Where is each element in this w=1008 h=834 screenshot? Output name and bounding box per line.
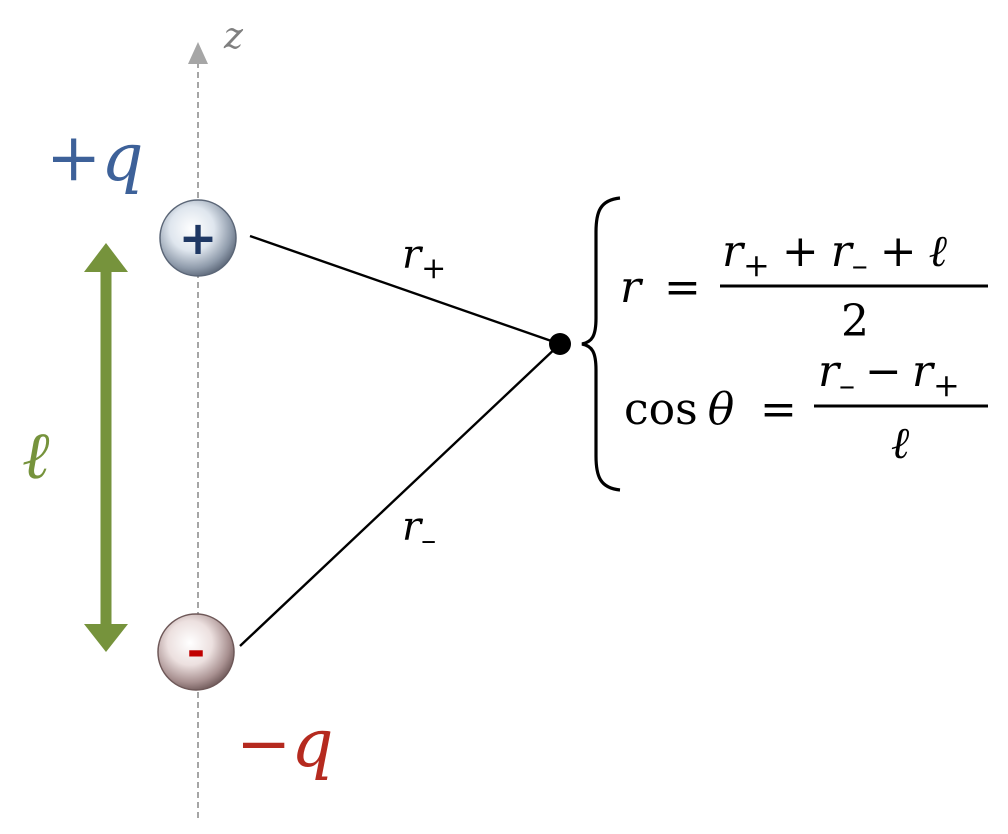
arrow-down-icon [84,624,128,652]
eq2-denominator: ℓ [891,418,910,469]
negative-charge-label: −q [236,705,334,782]
separation-label: ℓ [22,417,50,494]
positive-charge-label: +q [46,119,144,196]
r-plus-line [249,234,561,346]
eq2-numerator: r–−r+ [818,346,960,404]
arrow-up-icon [84,243,128,272]
z-axis: z [188,16,244,822]
plus-icon: + [179,211,218,265]
minus-icon: - [187,626,205,677]
eq1-equals: = [664,262,701,313]
z-axis-arrow-icon [188,42,208,64]
z-axis-label: z [223,16,244,57]
r-minus-line [239,343,561,647]
eq2-equals: = [760,384,797,435]
eq1-numerator: r++r–+ℓ [722,226,948,284]
eq1-lhs: r [620,262,644,313]
eq1-denominator: 2 [841,296,869,347]
separation-arrow: ℓ [22,243,128,652]
negative-charge: - [157,613,235,691]
brace-icon [581,196,621,492]
positive-charge: + [159,199,237,277]
r-plus-label: r+ [402,232,446,286]
field-point [549,333,571,355]
equation-radius: r = r++r–+ℓ 2 [620,226,988,347]
r-minus-label: r– [402,504,436,558]
